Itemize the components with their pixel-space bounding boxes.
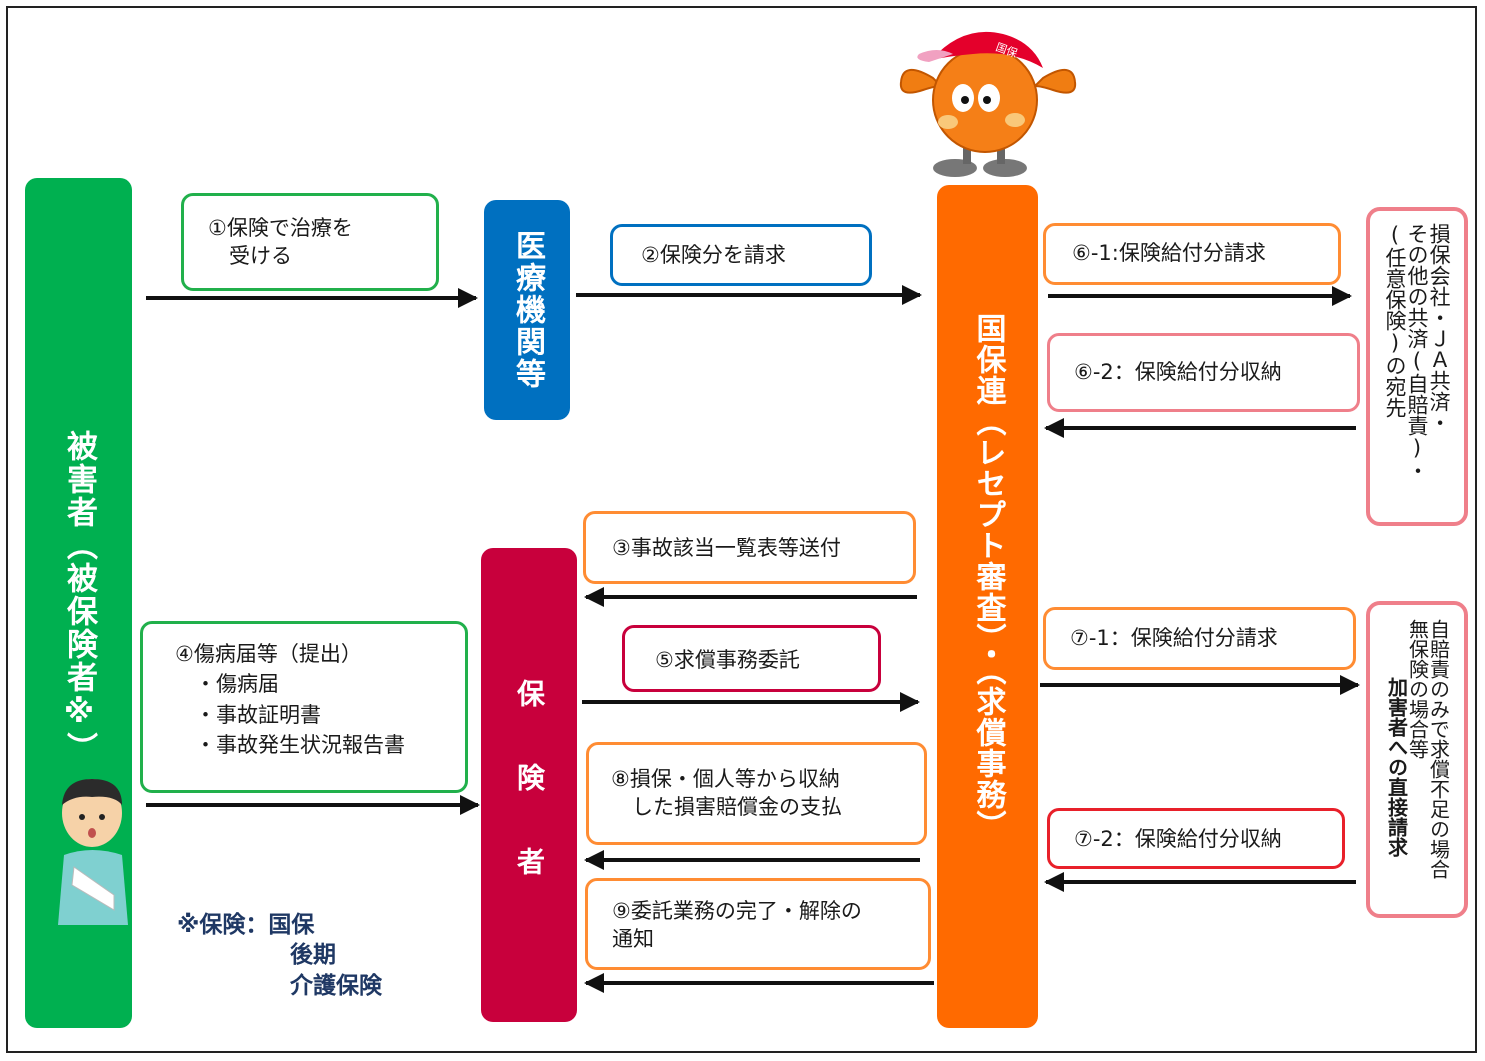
upper-target-line-2: その他の共済(自賠責)・ [1405,223,1430,481]
lower-target-line-3: 加害者への直接請求 [1384,677,1409,857]
lower-target-line-2: 無保険の場合等 [1405,619,1430,759]
kokuhoren-column: 国保連（レセプト審査）・（求償事務） [937,185,1038,1028]
step-2-text: ②保険分を請求 [641,243,786,267]
step-4-item-2: ・事故証明書 [195,702,321,727]
medical-column: 医療機関等 [484,200,570,420]
insurer-label: 保険者 [513,679,546,931]
victim-label: 被害者（被保険者※） [61,430,97,765]
diagram-frame [6,6,1477,1053]
victim-column: 被害者（被保険者※） [25,178,132,1028]
step-9-text: ⑨委託業務の完了・解除の 通知 [612,899,862,952]
step-7-2-box: ⑦-2：保険給付分収納 [1047,808,1345,869]
step-3-text: ③事故該当一覧表等送付 [612,536,841,560]
step-8-text: ⑧損保・個人等から収納 した損害賠償金の支払 [611,767,842,820]
step-1-box: ①保険で治療を 受ける [181,193,439,291]
step-3-box: ③事故該当一覧表等送付 [583,511,916,584]
lower-target-line-1: 自賠責のみで求償不足の場合 [1426,619,1451,879]
step-9-box: ⑨委託業務の完了・解除の 通知 [585,878,931,970]
upper-target-line-3: (任意保険)の宛先 [1382,223,1407,418]
step-4-item-1: ・傷病届 [195,672,279,697]
step-4-item-3: ・事故発生状況報告書 [195,733,405,758]
step-6-1-box: ⑥-1:保険給付分請求 [1043,223,1341,285]
upper-target-box: 損保会社・ＪＡ共済・ その他の共済(自賠責)・ (任意保険)の宛先 [1366,207,1468,526]
step-7-1-box: ⑦-1：保険給付分請求 [1043,607,1356,670]
note-line-2: 介護保険 [290,972,382,999]
step-6-2-text: ⑥-2：保険給付分収納 [1074,360,1282,384]
step-4-title: ④傷病届等（提出） [175,642,362,666]
step-8-box: ⑧損保・個人等から収納 した損害賠償金の支払 [586,742,927,845]
upper-target-line-1: 損保会社・ＪＡ共済・ [1427,223,1452,433]
kokuhoren-label: 国保連（レセプト審査）・（求償事務） [970,313,1006,841]
step-5-text: ⑤求償事務委託 [655,648,800,672]
step-6-1-text: ⑥-1:保険給付分請求 [1072,241,1266,265]
step-7-1-text: ⑦-1：保険給付分請求 [1070,626,1278,650]
lower-target-box: 自賠責のみで求償不足の場合 無保険の場合等 加害者への直接請求 [1366,601,1468,918]
step-2-box: ②保険分を請求 [610,224,872,286]
step-7-2-text: ⑦-2：保険給付分収納 [1074,827,1282,851]
mascot-icon: 国保 [899,31,1077,177]
step-4-box: ④傷病届等（提出） ・傷病届 ・事故証明書 ・事故発生状況報告書 [140,621,468,793]
step-6-2-box: ⑥-2：保険給付分収納 [1047,333,1360,412]
injured-person-icon [58,779,128,925]
step-5-box: ⑤求償事務委託 [622,625,881,692]
medical-label: 医療機関等 [510,230,545,390]
step-1-text: ①保険で治療を 受ける [208,216,353,269]
insurance-note: ※保険：国保 後期 介護保険 [177,910,437,1001]
note-title: ※保険：国保 [177,912,315,938]
note-line-1: 後期 [290,942,336,969]
insurer-column: 保険者 [481,548,577,1022]
